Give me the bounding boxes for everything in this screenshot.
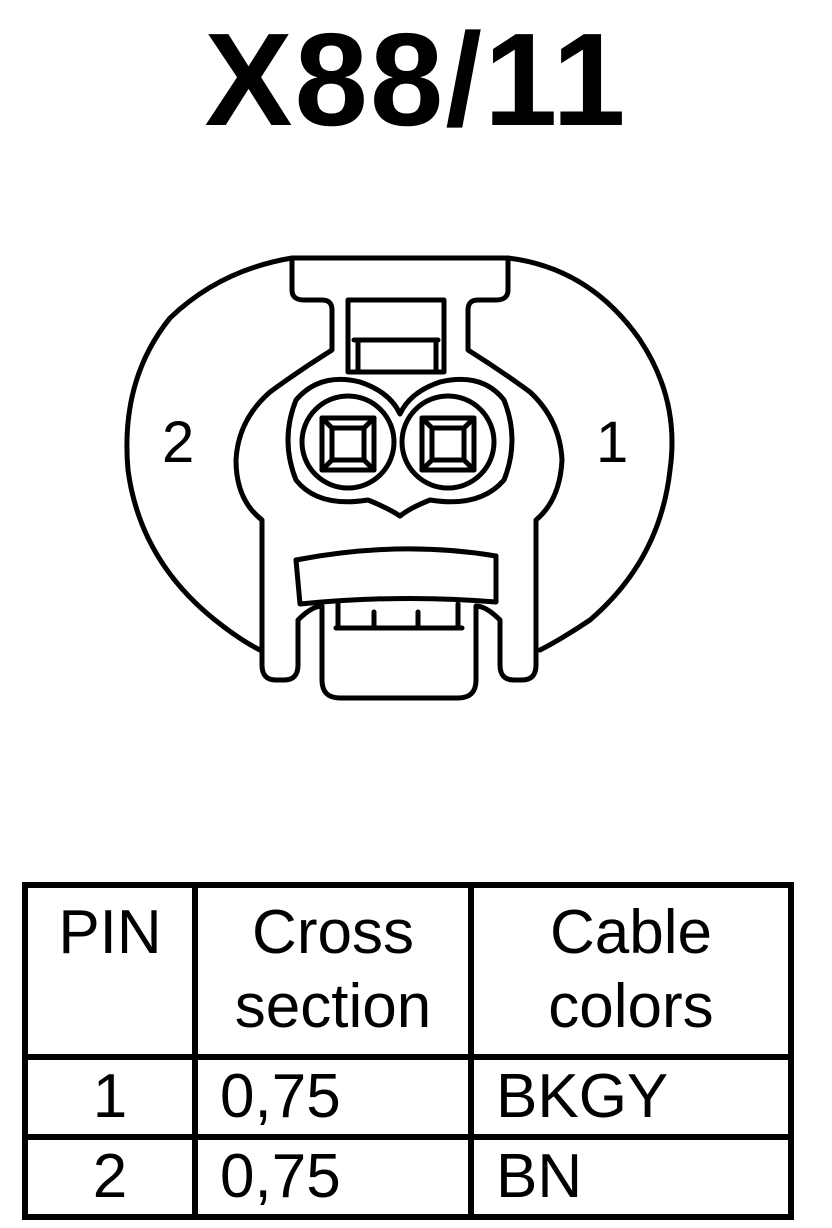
connector-title: X88/11 (204, 6, 628, 153)
lock-window (345, 297, 447, 375)
pin-2-terminal (299, 393, 397, 491)
pin-1-terminal (399, 393, 497, 491)
header-pin: PIN (22, 882, 198, 1060)
cell-cross-section: 0,75 (192, 1054, 474, 1140)
table-row: 1 0,75 BKGY (22, 1054, 794, 1140)
housing-outline (124, 255, 675, 653)
pin-label-left: 2 (162, 410, 194, 475)
pin-assignment-table: PIN Cross section Cable colors 1 0,75 BK… (22, 882, 794, 1220)
cell-pin: 1 (22, 1054, 198, 1140)
connector-face-diagram: 2 1 (124, 255, 675, 701)
cavity-outline (285, 376, 515, 519)
lower-bar (293, 546, 499, 607)
cell-cross-section: 0,75 (192, 1134, 474, 1220)
header-cross-section: Cross section (192, 882, 474, 1060)
table-row: 2 0,75 BN (22, 1134, 794, 1220)
latch-outline (233, 255, 565, 701)
header-cable-colors: Cable colors (468, 882, 794, 1060)
cell-cable-color: BKGY (468, 1054, 794, 1140)
table-header-row: PIN Cross section Cable colors (22, 882, 794, 1060)
cell-pin: 2 (22, 1134, 198, 1220)
pin-label-right: 1 (596, 410, 628, 475)
cell-cable-color: BN (468, 1134, 794, 1220)
